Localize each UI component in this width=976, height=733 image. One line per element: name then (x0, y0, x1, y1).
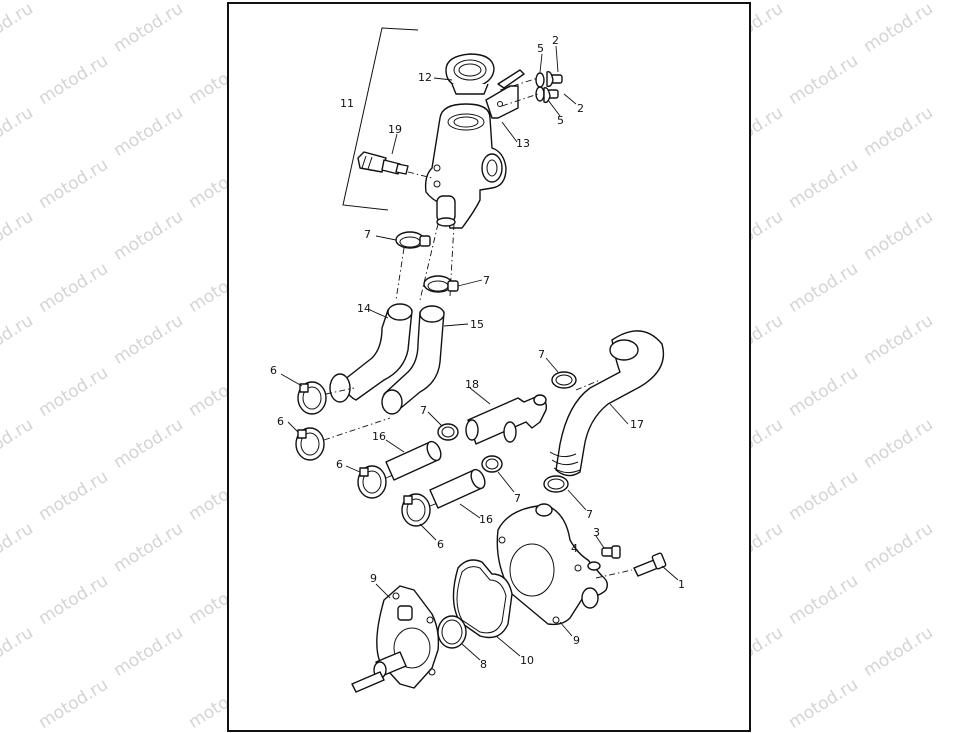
callout-9a: 9 (370, 572, 377, 585)
callout-8: 8 (480, 658, 487, 671)
hose-clamp-mid-4[interactable] (543, 475, 569, 493)
callout-15: 15 (470, 318, 484, 331)
hose-clamp-mid-2[interactable] (481, 455, 503, 473)
callout-16a: 16 (372, 430, 386, 443)
thermostat-cap[interactable] (445, 53, 495, 95)
spring-clamp-6d[interactable] (401, 493, 431, 527)
callout-6b: 6 (277, 415, 284, 428)
straight-hose-16a[interactable] (385, 439, 444, 481)
callout-13: 13 (516, 137, 530, 150)
drain-bolt-3[interactable] (601, 545, 621, 559)
mounting-bracket[interactable] (485, 69, 525, 119)
callout-7c: 7 (420, 404, 427, 417)
water-pump-cover[interactable] (496, 503, 609, 626)
coolant-hose-14[interactable] (329, 303, 413, 403)
callout-7f: 7 (586, 508, 593, 521)
callout-2b: 2 (577, 102, 584, 115)
callout-5a: 5 (537, 42, 544, 55)
callout-2a: 2 (552, 34, 559, 47)
callout-7e: 7 (538, 348, 545, 361)
callout-10: 10 (520, 654, 534, 667)
callout-7b: 7 (483, 274, 490, 287)
callout-5b: 5 (557, 114, 564, 127)
callout-6c: 6 (336, 458, 343, 471)
hose-clamp-mid-1[interactable] (437, 423, 459, 441)
spring-clamp-6a[interactable] (297, 381, 327, 415)
callout-6a: 6 (270, 364, 277, 377)
water-pump-body[interactable] (351, 585, 440, 693)
bolt-washer-set-top[interactable] (535, 70, 563, 104)
callout-1: 1 (678, 578, 685, 591)
o-ring[interactable] (437, 615, 467, 649)
thermostat-housing[interactable] (424, 103, 507, 229)
callout-19: 19 (388, 123, 402, 136)
temperature-sensor[interactable] (357, 151, 409, 175)
callout-18: 18 (465, 378, 479, 391)
callout-3: 3 (593, 526, 600, 539)
callout-11: 11 (340, 97, 354, 110)
callout-4: 4 (571, 542, 578, 555)
callout-14: 14 (357, 302, 371, 315)
hose-clamp-upper-2[interactable] (423, 275, 459, 293)
radiator-hose-17[interactable] (549, 330, 665, 477)
callout-6d: 6 (437, 538, 444, 551)
coolant-pipe-18[interactable] (465, 394, 548, 445)
group-11-bracket (342, 27, 419, 211)
callout-12: 12 (418, 71, 432, 84)
hose-clamp-upper-1[interactable] (395, 231, 431, 249)
pump-bolt-1[interactable] (633, 552, 667, 577)
spring-clamp-6c[interactable] (357, 465, 387, 499)
leader-lines (280, 45, 679, 661)
callout-9b: 9 (573, 634, 580, 647)
coolant-hose-15[interactable] (381, 305, 445, 415)
spring-clamp-6b[interactable] (295, 427, 325, 461)
callout-labels: 12 11 19 13 5 2 2 5 7 7 14 15 6 6 6 6 16… (270, 34, 685, 671)
callout-7a: 7 (364, 228, 371, 241)
callout-7d: 7 (514, 492, 521, 505)
washer-4[interactable] (587, 561, 601, 571)
straight-hose-16b[interactable] (429, 467, 488, 509)
callout-16b: 16 (479, 513, 493, 526)
pump-gasket[interactable] (452, 559, 513, 639)
hose-clamp-mid-3[interactable] (551, 371, 577, 389)
callout-17: 17 (630, 418, 644, 431)
